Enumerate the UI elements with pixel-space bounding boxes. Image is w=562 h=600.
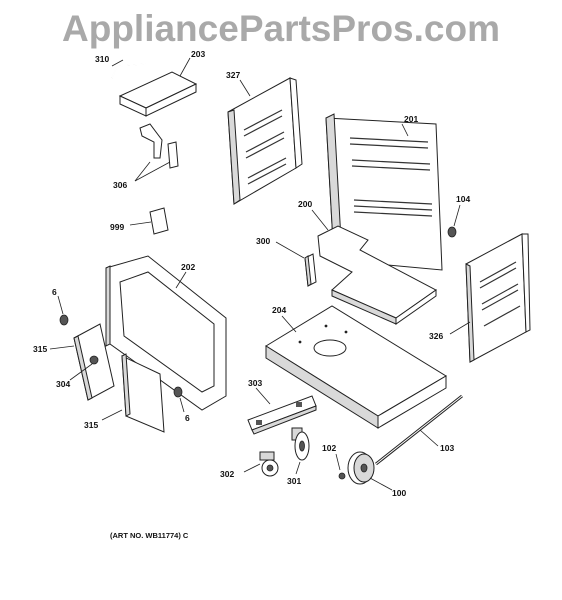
callout-100: 100 (392, 488, 406, 498)
part-201-back-panel[interactable] (325, 113, 443, 271)
part-300-block[interactable] (275, 241, 317, 287)
callout-6-right: 6 (185, 413, 190, 423)
part-202-frame[interactable] (105, 255, 227, 411)
part-104-plug[interactable] (447, 204, 461, 238)
part-999-card[interactable] (129, 207, 169, 235)
callout-204: 204 (272, 305, 286, 315)
part-6-screw-left[interactable] (57, 295, 69, 326)
part-103-rod[interactable] (375, 394, 463, 466)
callout-302: 302 (220, 469, 234, 479)
callout-315-middle: 315 (84, 420, 98, 430)
callout-999: 999 (110, 222, 124, 232)
callout-326: 326 (429, 331, 443, 341)
part-301-caster[interactable] (291, 427, 310, 475)
part-302-caster[interactable] (243, 451, 279, 477)
watermark-text: AppliancePartsPros.com (62, 8, 500, 49)
part-306-brackets[interactable] (134, 123, 179, 182)
callout-202: 202 (181, 262, 195, 272)
art-number: (ART NO. WB11774) C (110, 531, 189, 540)
callout-327: 327 (226, 70, 240, 80)
callout-6-left: 6 (52, 287, 57, 297)
callout-303: 303 (248, 378, 262, 388)
part-304-knob[interactable] (69, 355, 99, 381)
callout-315-left: 315 (33, 344, 47, 354)
callout-201: 201 (404, 114, 418, 124)
part-204-base[interactable] (265, 305, 447, 429)
part-203-plate[interactable] (118, 57, 198, 117)
part-327-side-panel[interactable] (227, 77, 303, 205)
part-200-tray[interactable] (311, 209, 437, 325)
part-100-pulley[interactable] (347, 451, 393, 491)
callout-200: 200 (298, 199, 312, 209)
callout-203: 203 (191, 49, 205, 59)
callout-306: 306 (113, 180, 127, 190)
callout-104: 104 (456, 194, 470, 204)
part-303-rail[interactable] (247, 387, 317, 435)
part-315-panel-middle[interactable] (101, 353, 165, 433)
callout-300: 300 (256, 236, 270, 246)
part-326-side-panel[interactable] (449, 233, 531, 363)
part-102-clip[interactable] (335, 453, 346, 480)
callout-310: 310 (95, 54, 109, 64)
callout-103: 103 (440, 443, 454, 453)
part-310-handle[interactable] (111, 59, 147, 79)
callout-102: 102 (322, 443, 336, 453)
callout-301: 301 (287, 476, 301, 486)
callout-304: 304 (56, 379, 70, 389)
part-6-screw-right[interactable] (173, 386, 185, 413)
